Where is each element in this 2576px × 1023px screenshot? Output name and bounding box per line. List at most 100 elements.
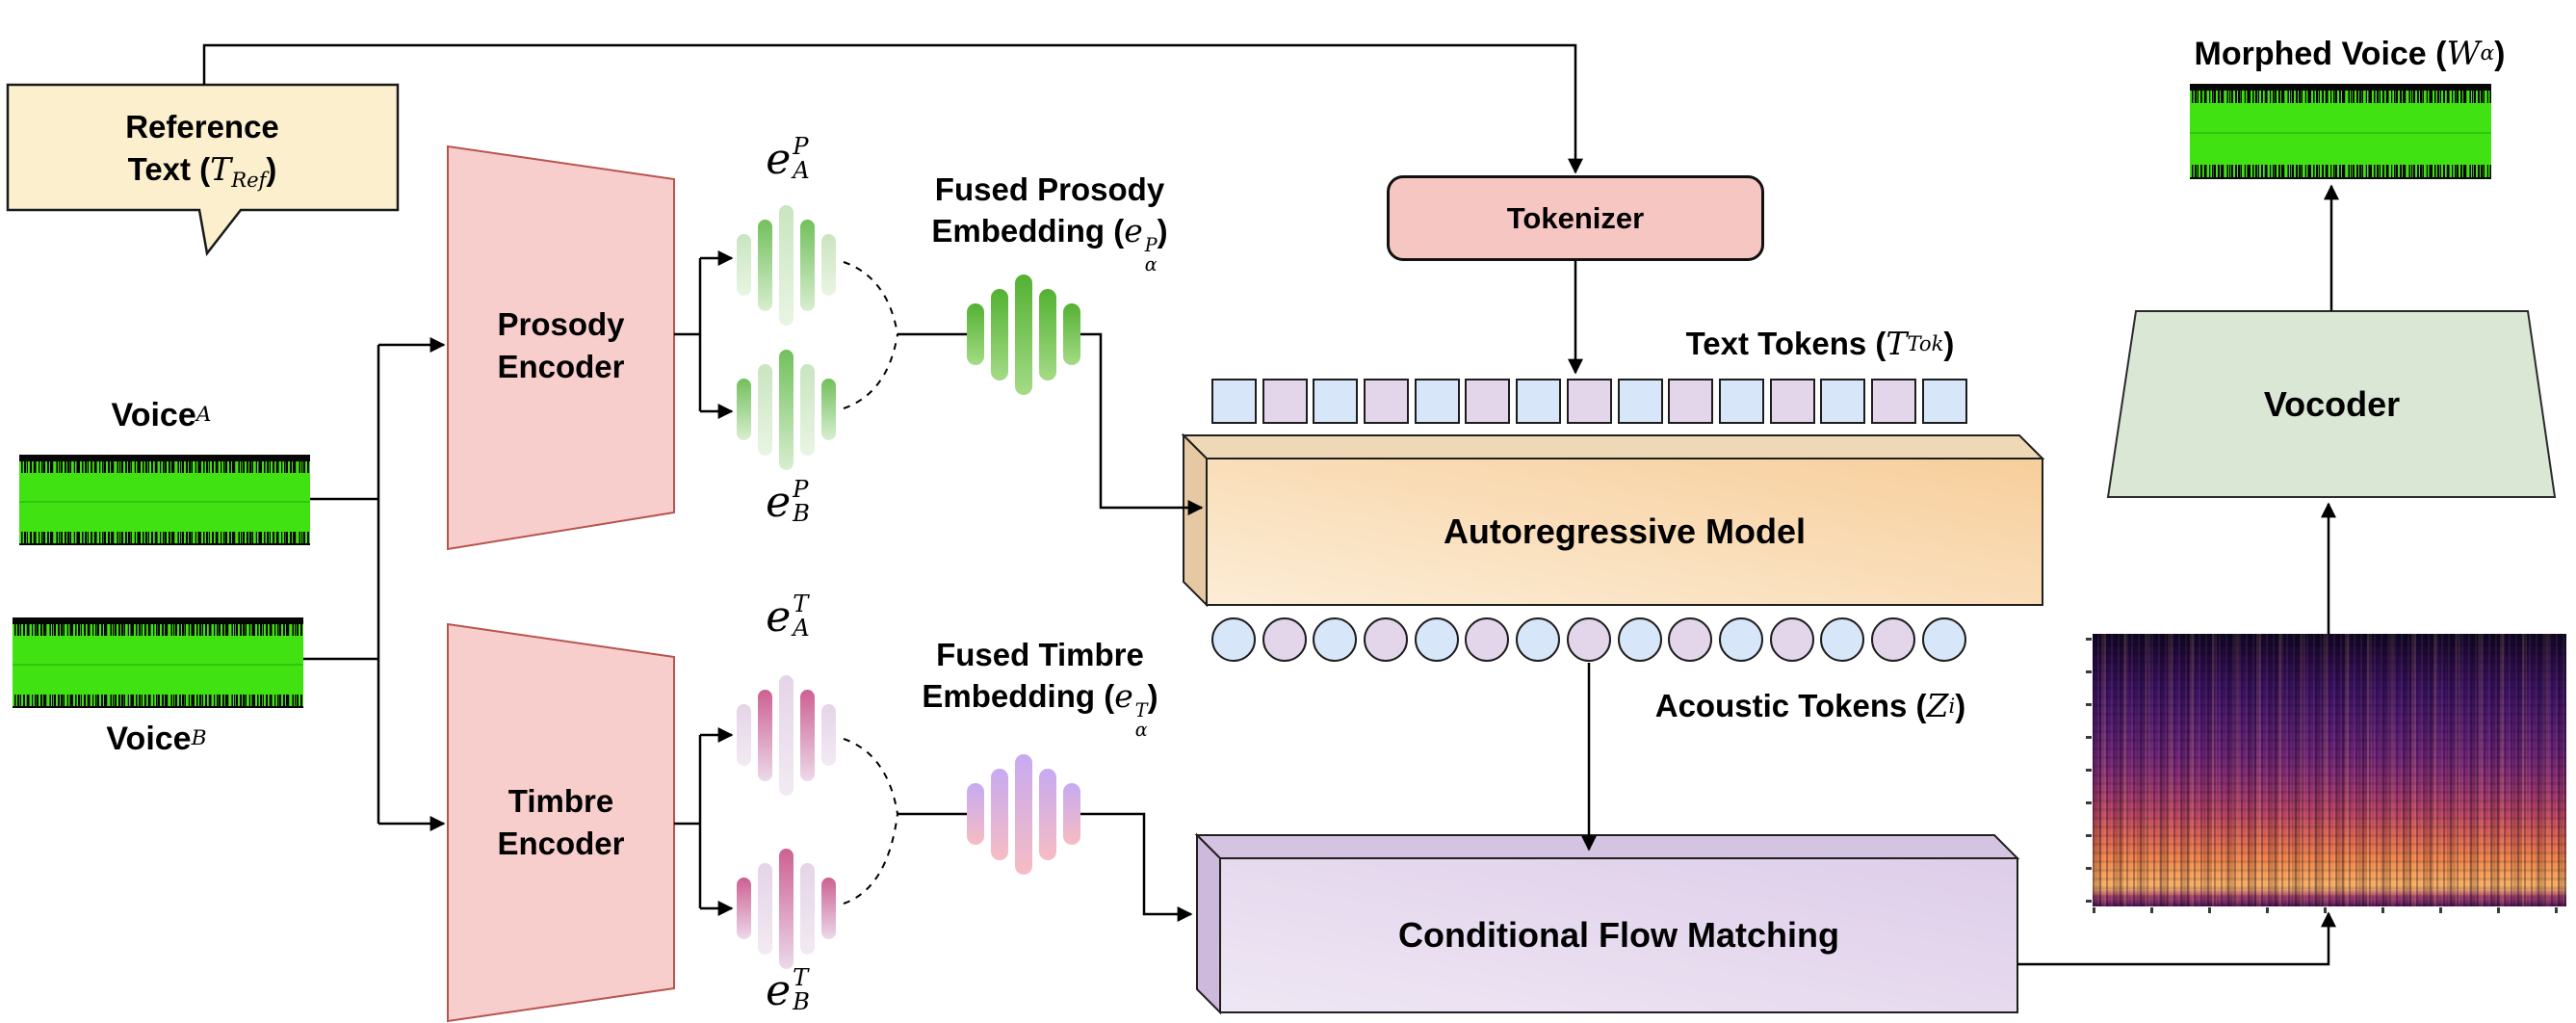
square-token xyxy=(1364,379,1410,424)
embedding-bar xyxy=(758,363,772,456)
square-token xyxy=(1668,379,1714,424)
tokenizer-box: Tokenizer xyxy=(1387,175,1764,261)
waveform-noise-bottom xyxy=(19,530,310,544)
conditional-flow-matching-shape xyxy=(1194,832,2020,1015)
prosody-encoder-label: Prosody Encoder xyxy=(497,306,625,384)
square-token xyxy=(1516,379,1562,424)
circle-token xyxy=(1921,617,1966,662)
square-token xyxy=(1566,379,1612,424)
embedding-bar xyxy=(991,768,1008,860)
circle-token xyxy=(1668,617,1713,662)
waveform-zero-line xyxy=(2190,132,2491,135)
conditional-flow-matching-label: Conditional Flow Matching xyxy=(1398,915,1839,956)
square-token xyxy=(1211,379,1257,424)
autoregressive-model-shape xyxy=(1181,433,2045,608)
embedding-bar xyxy=(1015,753,1032,875)
waveform-noise-bottom xyxy=(2190,164,2491,178)
fusion-brace-timbre-b xyxy=(843,813,898,905)
embedding-bars-prosody-b xyxy=(737,349,836,470)
embedding-bar xyxy=(967,783,984,845)
connector-fused-prosody-to-ar xyxy=(1070,332,1204,516)
square-token xyxy=(1769,379,1815,424)
reference-text-label: Reference Text (TRef) xyxy=(125,109,279,192)
embedding-bar xyxy=(1063,783,1080,845)
embedding-bars-timbre-a xyxy=(737,674,836,796)
vocoder-label: Vocoder xyxy=(2263,383,2401,424)
embedding-bar xyxy=(821,704,836,766)
circle-token xyxy=(1617,617,1662,662)
square-token xyxy=(1870,379,1916,424)
embedding-bar xyxy=(779,848,794,969)
embedding-bar xyxy=(800,862,815,955)
circle-token xyxy=(1516,617,1561,662)
embedding-bars-fused-prosody xyxy=(967,274,1080,395)
square-token xyxy=(1921,379,1967,424)
waveform-zero-line xyxy=(19,500,310,503)
embedding-bar xyxy=(1039,768,1056,860)
circle-token xyxy=(1870,617,1915,662)
waveform-noise-bottom xyxy=(13,693,303,707)
embedding-bar xyxy=(737,704,751,766)
waveform-zero-line xyxy=(13,663,303,666)
embedding-bars-timbre-b xyxy=(737,848,836,969)
fusion-brace-prosody-a xyxy=(843,261,898,335)
fusion-brace-timbre-a xyxy=(843,738,898,815)
circle-token xyxy=(1364,617,1409,662)
square-token xyxy=(1414,379,1460,424)
connector-cfm-to-spectrogram xyxy=(2017,911,2337,966)
circle-token xyxy=(1211,617,1256,662)
voice-b-waveform xyxy=(13,617,303,708)
square-token xyxy=(1465,379,1511,424)
embedding-bar xyxy=(967,303,984,365)
circle-token xyxy=(1820,617,1865,662)
circle-token xyxy=(1313,617,1358,662)
embedding-bar xyxy=(821,379,836,440)
waveform-body xyxy=(19,472,310,532)
embedding-bar xyxy=(800,363,815,456)
circle-token xyxy=(1769,617,1814,662)
connector-timbre-encoder-out xyxy=(674,735,702,908)
circle-token xyxy=(1566,617,1611,662)
embedding-bar xyxy=(800,689,815,781)
embedding-bars-fused-timbre xyxy=(967,753,1080,875)
square-token xyxy=(1718,379,1764,424)
prosody-encoder-shape xyxy=(447,144,675,551)
acoustic-token-row xyxy=(1211,617,1966,662)
text-token-row xyxy=(1211,379,1967,424)
embedding-bar xyxy=(1063,303,1080,365)
waveform-noise-top xyxy=(2190,90,2491,104)
circle-token xyxy=(1262,617,1307,662)
embedding-bar xyxy=(821,878,836,939)
embedding-bar xyxy=(758,219,772,311)
connector-fused-timbre-to-cfm xyxy=(1070,812,1193,923)
tokenizer-label: Tokenizer xyxy=(1506,200,1645,235)
embedding-bar xyxy=(737,379,751,440)
timbre-encoder-shape xyxy=(447,622,675,1023)
embedding-bar xyxy=(779,204,794,326)
embedding-bar xyxy=(779,674,794,796)
embedding-bar xyxy=(758,862,772,955)
embedding-bar xyxy=(800,219,815,311)
embedding-bar xyxy=(737,878,751,939)
embedding-bar xyxy=(1015,274,1032,395)
fusion-brace-prosody-b xyxy=(843,333,898,409)
waveform-body xyxy=(13,635,303,695)
waveform-body xyxy=(2190,102,2491,166)
embedding-bar xyxy=(737,234,751,296)
voice-a-waveform xyxy=(19,455,310,545)
autoregressive-model-label: Autoregressive Model xyxy=(1443,512,1807,552)
embedding-bar xyxy=(758,689,772,781)
square-token xyxy=(1262,379,1308,424)
square-token xyxy=(1313,379,1359,424)
connector-prosody-encoder-out xyxy=(674,258,702,411)
